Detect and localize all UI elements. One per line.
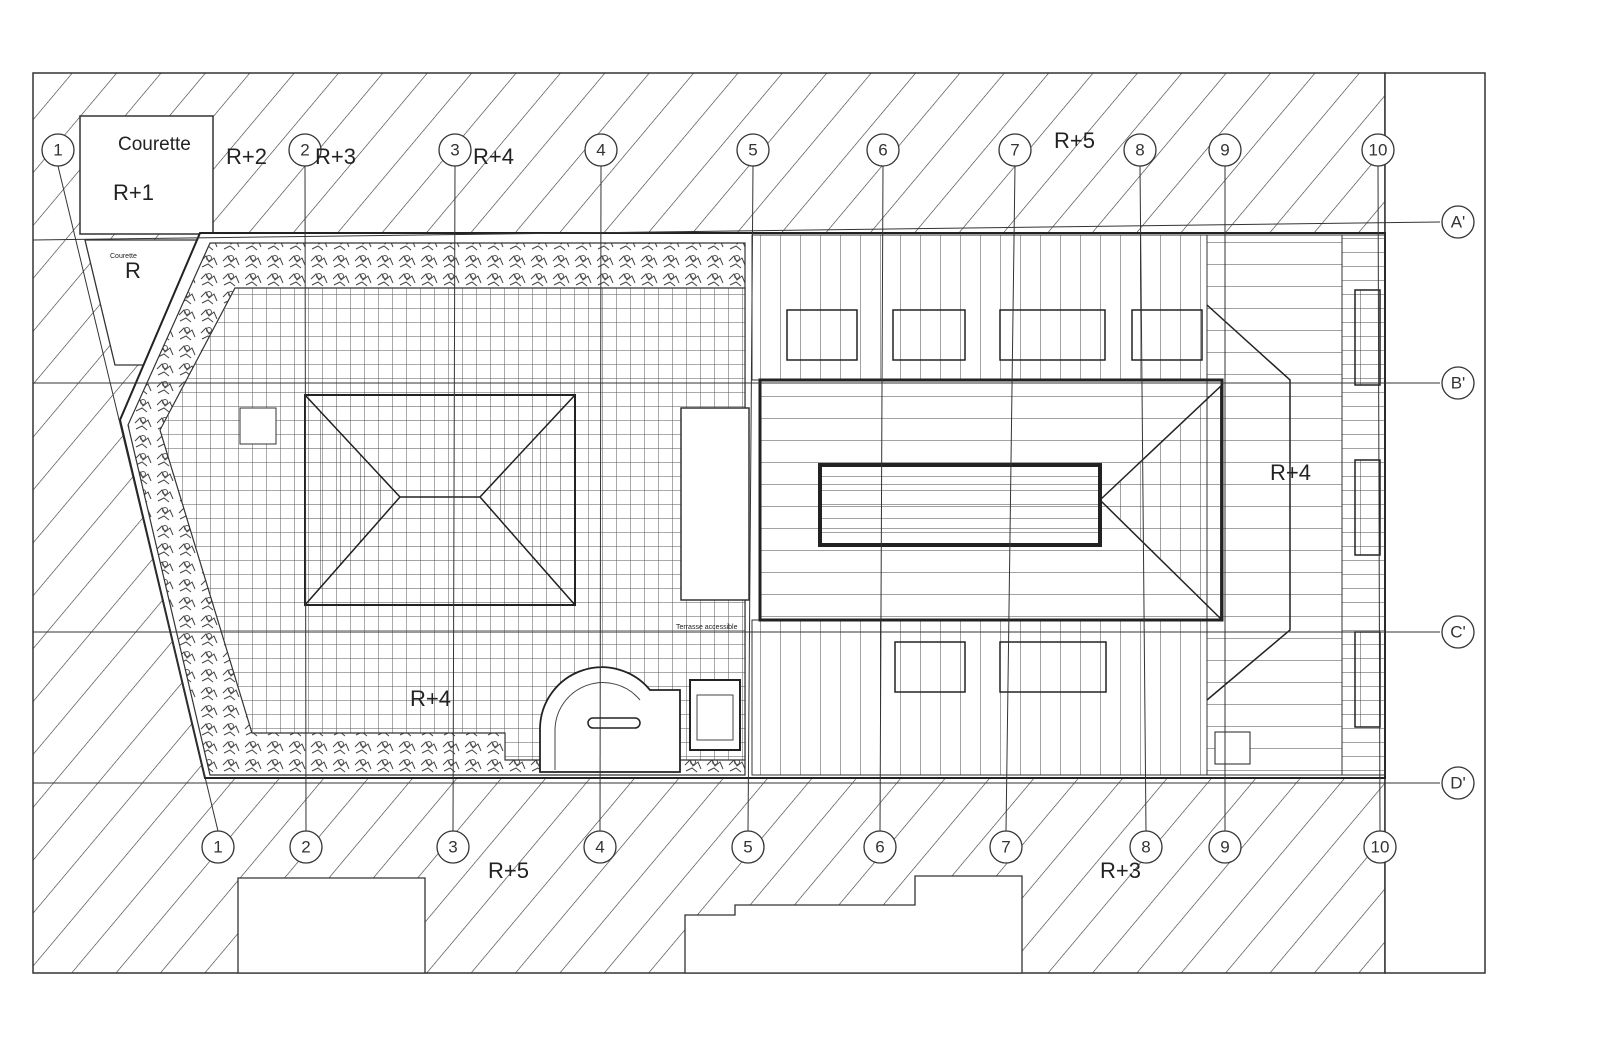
- grid-bubble-bottom: 2: [289, 830, 323, 864]
- grid-bubble-top: 5: [736, 133, 770, 167]
- label-r3-bottom: R+3: [1100, 858, 1141, 883]
- grid-label: A': [1451, 213, 1466, 232]
- grid-bubble-top: 2: [288, 133, 322, 167]
- grid-label: B': [1451, 374, 1466, 393]
- grid-bubble-bottom: 10: [1363, 830, 1397, 864]
- label-courette-small: Courette: [110, 253, 137, 260]
- grid-line: [57, 165, 219, 832]
- grid-bubble-bottom: 4: [583, 830, 617, 864]
- grid-bubble-row: A': [1441, 205, 1475, 239]
- grid-bubble-top: 4: [584, 133, 618, 167]
- grid-bubble-top: 6: [866, 133, 900, 167]
- skylight: [680, 407, 750, 601]
- grid-bubble-bottom: 6: [863, 830, 897, 864]
- grid-bubble-bottom: 5: [731, 830, 765, 864]
- grid-label: 3: [450, 141, 459, 160]
- grid-bubble-bottom: 9: [1208, 830, 1242, 864]
- grid-line: [747, 165, 754, 832]
- label-r-courette: R: [125, 258, 141, 283]
- grid-line: [452, 165, 456, 832]
- grid-label: 6: [878, 141, 887, 160]
- hip-roof-left: [304, 393, 576, 607]
- grid-line: [1005, 165, 1016, 832]
- grid-bubble-top: 3: [438, 133, 472, 167]
- grid-bubble-top: 1: [41, 133, 75, 167]
- label-r3-top: R+3: [315, 144, 356, 169]
- courette-box: [79, 115, 214, 235]
- grid-label: 7: [1001, 838, 1010, 857]
- label-r4-right: R+4: [1270, 460, 1311, 485]
- right-roof: [751, 234, 1386, 776]
- grid-label: 3: [448, 838, 457, 857]
- grid-bubble-bottom: 8: [1129, 830, 1163, 864]
- grid-label: 1: [213, 838, 222, 857]
- grid-line: [304, 165, 307, 832]
- grid-bubble-top: 8: [1123, 133, 1157, 167]
- grid-label: 9: [1220, 838, 1229, 857]
- label-r1: R+1: [113, 180, 154, 205]
- grid-bubble-row: C': [1441, 615, 1475, 649]
- grid-label: 10: [1369, 141, 1388, 160]
- label-courette-top: Courette: [118, 134, 191, 155]
- grid-bubble-bottom: 7: [989, 830, 1023, 864]
- grid-bubble-top: 7: [998, 133, 1032, 167]
- grid-label: 5: [748, 141, 757, 160]
- grid-label: 9: [1220, 141, 1229, 160]
- grid-bubble-bottom: 1: [201, 830, 235, 864]
- bottom-open-area: [237, 875, 1023, 974]
- grid-label: 7: [1010, 141, 1019, 160]
- grid-bubble-row: D': [1441, 766, 1475, 800]
- spiral-stair: [539, 666, 741, 773]
- grid-line: [32, 221, 1441, 241]
- grid-label: D': [1450, 774, 1466, 793]
- grid-line: [1377, 165, 1381, 832]
- grid-label: 4: [595, 838, 604, 857]
- grid-label: 8: [1135, 141, 1144, 160]
- grid-label: 4: [596, 141, 605, 160]
- grid-bubble-top: 9: [1208, 133, 1242, 167]
- grid-bubble-row: B': [1441, 366, 1475, 400]
- grid-bubble-top: 10: [1361, 133, 1395, 167]
- label-r2: R+2: [226, 144, 267, 169]
- grid-label: 2: [301, 838, 310, 857]
- grid-line: [879, 165, 884, 832]
- grid-label: 5: [743, 838, 752, 857]
- label-r4-terrace: R+4: [410, 686, 451, 711]
- label-r5-top: R+5: [1054, 128, 1095, 153]
- label-terrace: Terrasse accessible: [676, 624, 738, 631]
- grid-label: 2: [300, 141, 309, 160]
- grid-line: [1139, 165, 1147, 832]
- label-r4-top: R+4: [473, 144, 514, 169]
- grid-label: 1: [53, 141, 62, 160]
- grid-line: [599, 165, 602, 832]
- grid-label: 10: [1371, 838, 1390, 857]
- grid-label: C': [1450, 623, 1466, 642]
- label-r5-bottom: R+5: [488, 858, 529, 883]
- grid-bubble-bottom: 3: [436, 830, 470, 864]
- grid-label: 8: [1141, 838, 1150, 857]
- grid-label: 6: [875, 838, 884, 857]
